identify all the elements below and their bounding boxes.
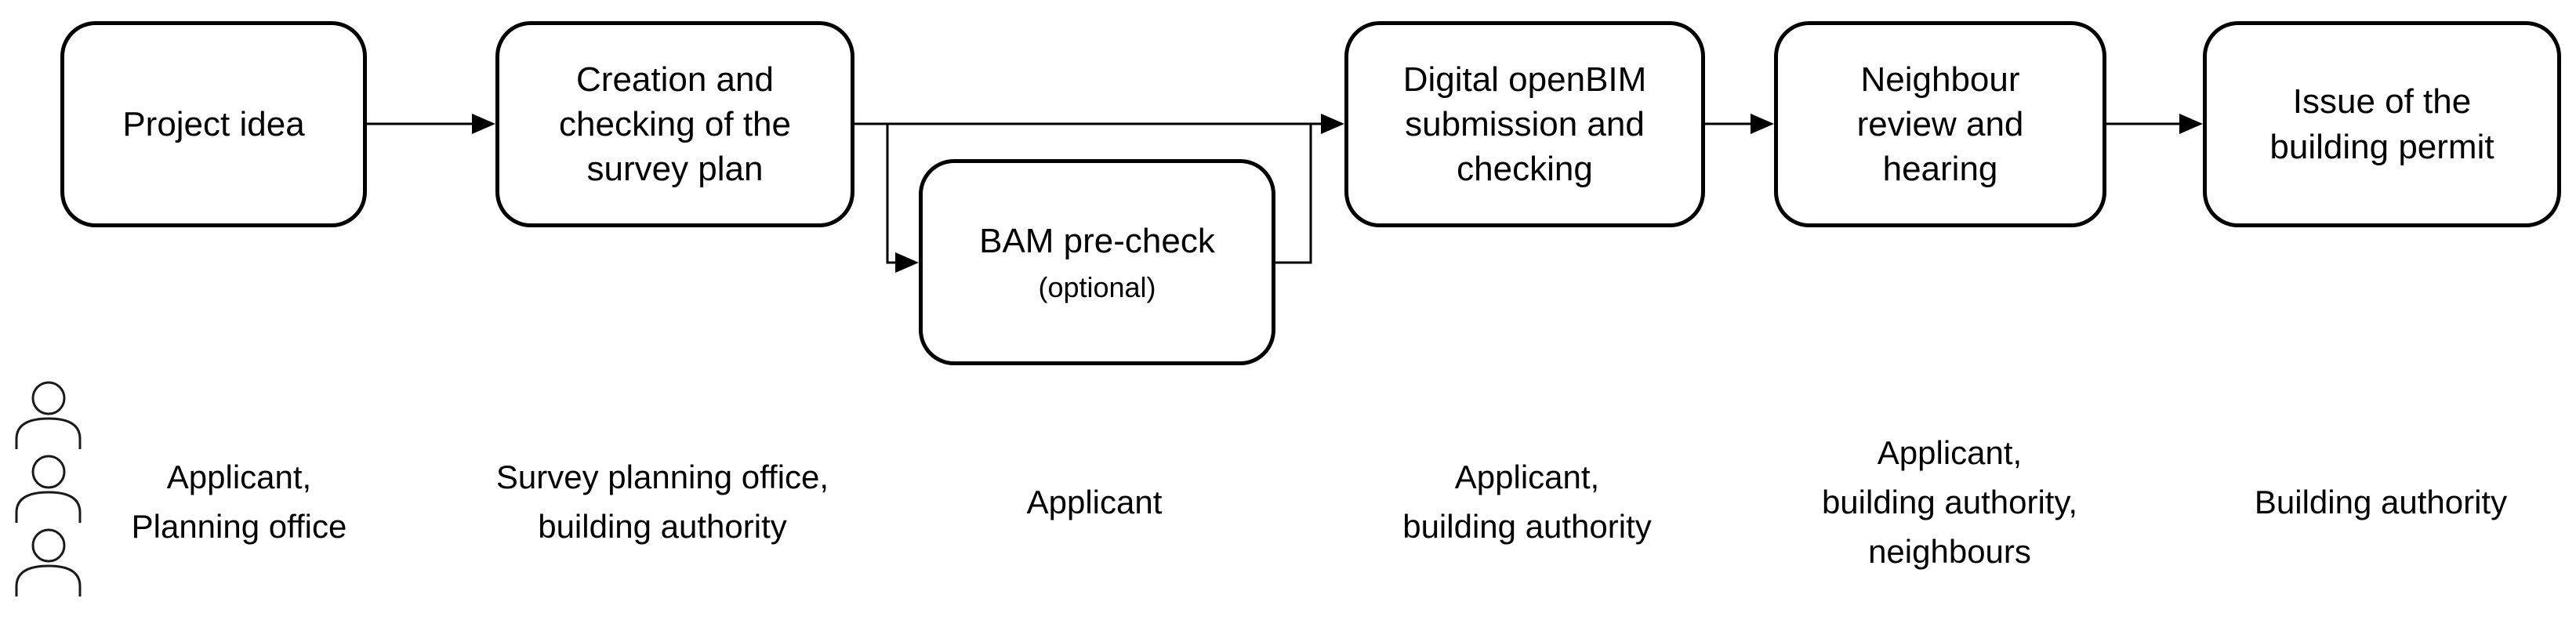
- step-box-survey-plan: Creation and checking of the survey plan: [495, 21, 854, 227]
- person-outline-icon: [15, 528, 82, 596]
- actor-label-project-idea: Applicant, Planning office: [131, 459, 347, 545]
- step-label-survey-plan: Creation and checking of the survey plan: [559, 60, 791, 189]
- step-label-openbim-submission: Digital openBIM submission and checking: [1402, 60, 1647, 189]
- person-outline-icon: [15, 381, 82, 449]
- step-box-project-idea: Project idea: [60, 21, 367, 227]
- step-sublabel-bam-optional: (optional): [1038, 270, 1156, 303]
- step-box-openbim-submission: Digital openBIM submission and checking: [1344, 21, 1705, 227]
- actor-label-building-permit: Building authority: [2254, 483, 2508, 520]
- arrow-neighbour-review-to-permit: [2106, 114, 2203, 134]
- step-label-project-idea: Project idea: [122, 104, 305, 143]
- step-label-bam-pre-check: BAM pre-check: [979, 221, 1215, 260]
- connector-bam-pre-check-return: [1275, 124, 1312, 264]
- step-box-building-permit: Issue of the building permit: [2203, 21, 2561, 227]
- people-icon: [15, 381, 82, 596]
- arrow-survey-plan-to-openbim: [854, 114, 1344, 134]
- arrow-project-idea-to-survey-plan: [366, 114, 495, 134]
- actor-label-neighbour-review: Applicant, building authority, neighbour…: [1821, 433, 2078, 570]
- step-label-building-permit: Issue of the building permit: [2269, 82, 2494, 166]
- person-outline-icon: [15, 455, 82, 523]
- step-label-neighbour-review: Neighbour review and hearing: [1856, 60, 2024, 189]
- step-box-bam-pre-check: BAM pre-check (optional): [919, 159, 1275, 365]
- actor-label-bam-pre-check: Applicant: [1026, 483, 1163, 520]
- actor-label-survey-plan: Survey planning office, building authori…: [495, 459, 829, 545]
- step-box-neighbour-review: Neighbour review and hearing: [1774, 21, 2106, 227]
- actor-label-openbim-submission: Applicant, building authority: [1402, 459, 1652, 545]
- arrow-branch-to-bam-pre-check: [886, 124, 919, 273]
- arrow-openbim-to-neighbour-review: [1705, 114, 1774, 134]
